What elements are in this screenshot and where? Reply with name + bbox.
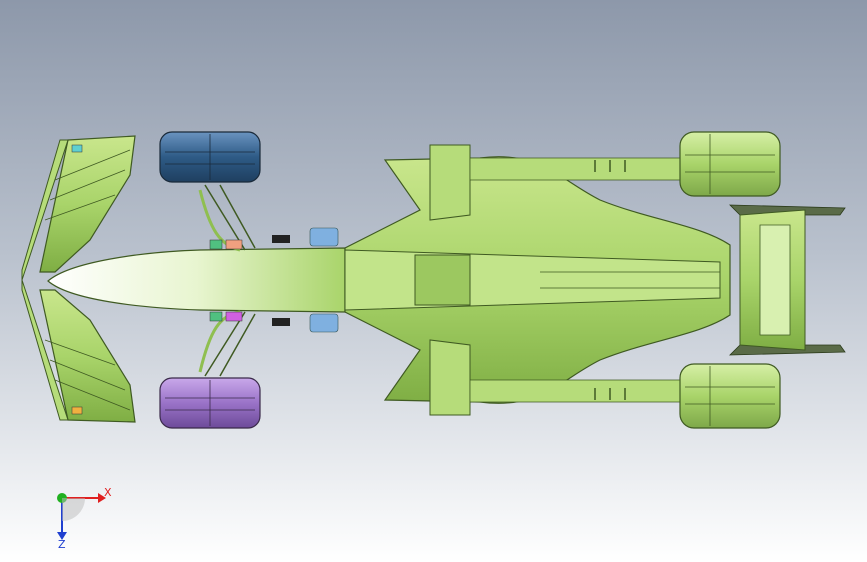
suspension-marker-orange bbox=[225, 239, 243, 250]
x-axis-label: X bbox=[104, 486, 112, 499]
rear-tyre-bottom[interactable] bbox=[679, 363, 781, 429]
front-wing[interactable] bbox=[21, 135, 136, 423]
suspension-marker-magenta bbox=[225, 311, 243, 322]
front-wing-marker-bottom bbox=[71, 406, 83, 415]
coordinate-triad: X Z bbox=[40, 480, 120, 551]
z-axis-label: Z bbox=[58, 538, 66, 550]
chassis-body[interactable] bbox=[344, 144, 731, 416]
side-part-top bbox=[309, 227, 339, 247]
rear-wing[interactable] bbox=[729, 204, 846, 356]
rear-tyre-top[interactable] bbox=[679, 131, 781, 197]
front-tyre-top[interactable] bbox=[159, 131, 261, 183]
suspension-marker-green bbox=[209, 239, 223, 250]
mirror-bottom bbox=[272, 318, 290, 326]
front-wing-marker-top bbox=[71, 144, 83, 153]
mirror-top bbox=[272, 235, 290, 243]
triad-plane bbox=[62, 498, 85, 521]
side-part-bottom bbox=[309, 313, 339, 333]
front-tyre-bottom[interactable] bbox=[159, 377, 261, 429]
suspension-marker-green-2 bbox=[209, 311, 223, 322]
nose-cone[interactable] bbox=[47, 247, 346, 313]
